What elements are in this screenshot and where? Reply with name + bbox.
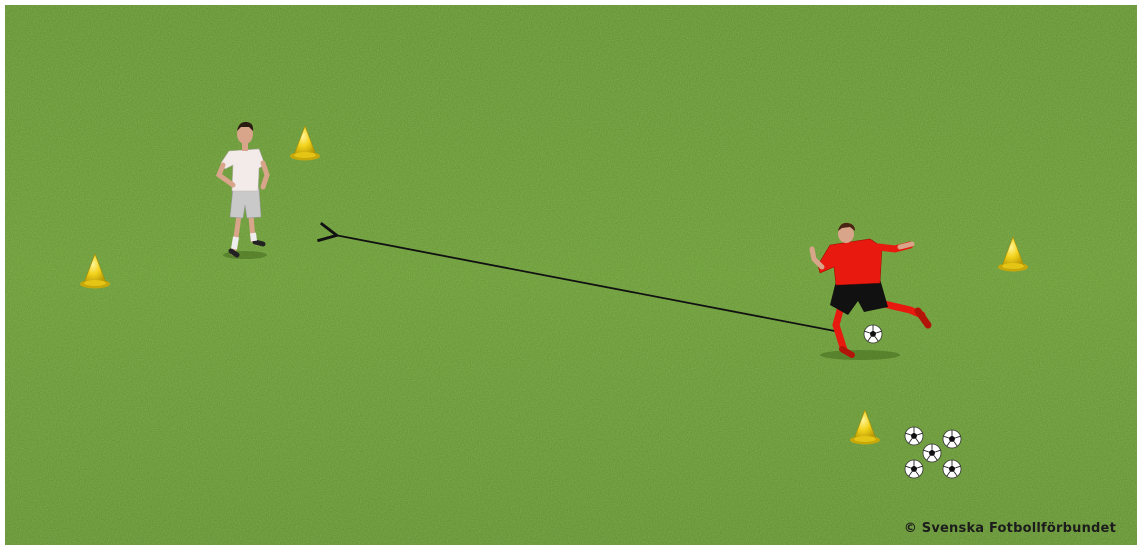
match-ball	[864, 325, 882, 343]
copyright-label: © Svenska Fotbollförbundet	[904, 521, 1116, 536]
training-pitch	[5, 5, 1137, 545]
